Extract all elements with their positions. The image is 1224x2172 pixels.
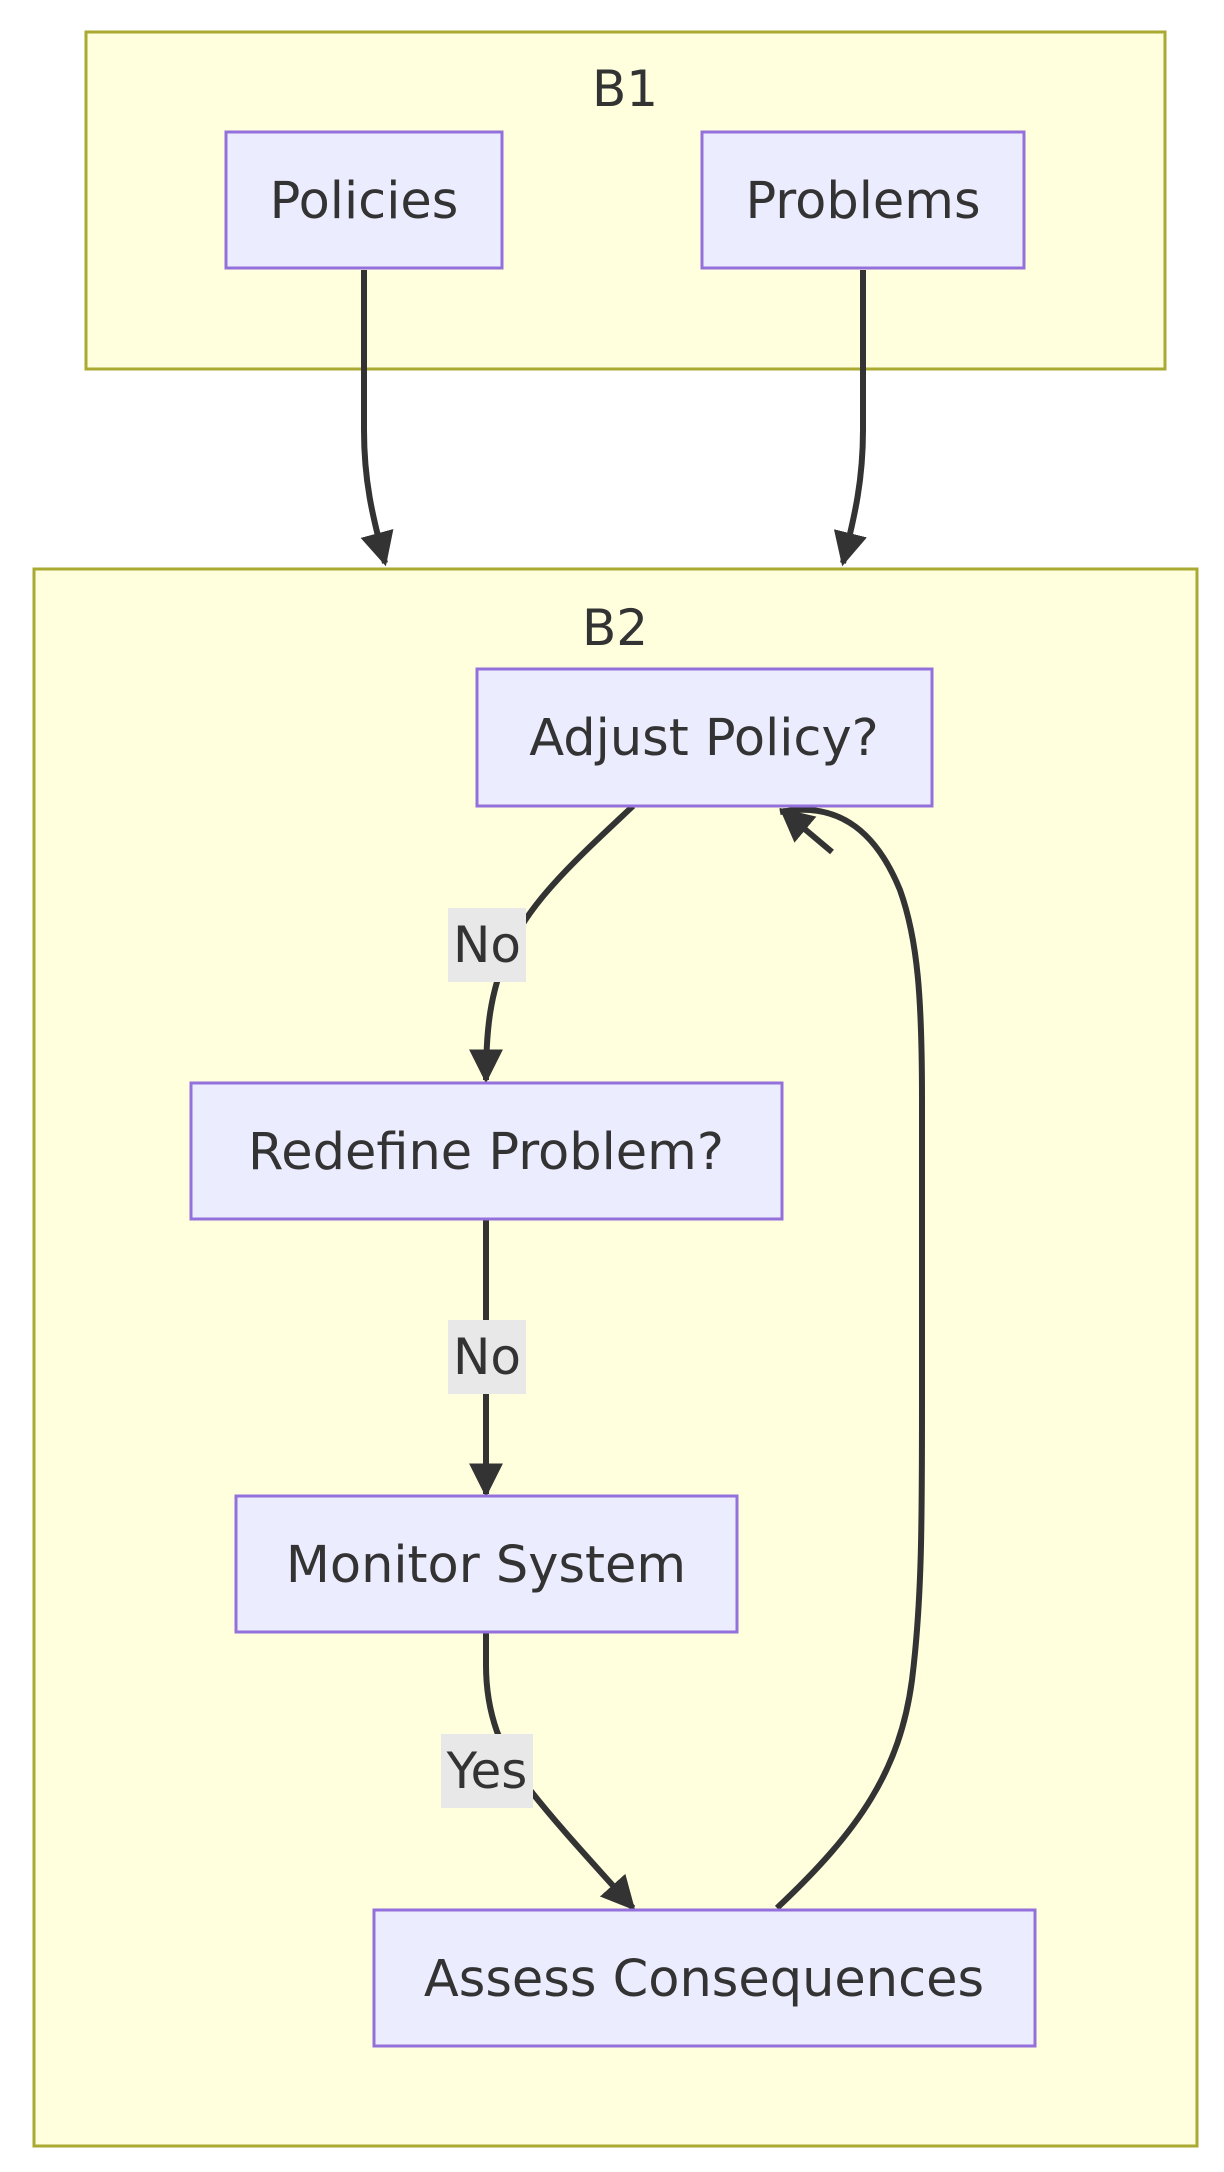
edge-label-no-1-bg	[448, 908, 526, 982]
node-adjust-policy-label: Adjust Policy?	[529, 709, 878, 768]
node-adjust-policy[interactable]: Adjust Policy?	[475, 667, 934, 808]
node-redefine-problem-label: Redefine Problem?	[248, 1123, 724, 1182]
node-redefine-problem-box[interactable]	[189, 1081, 784, 1221]
edge-policies-to-b2	[360, 270, 394, 567]
edge-assess-to-adjust	[774, 806, 925, 1911]
node-policies-label: Policies	[270, 172, 459, 231]
edge-problems-to-b2	[833, 270, 867, 567]
cluster-b1-label: B1	[592, 60, 658, 118]
node-assess-consequences-box[interactable]	[372, 1908, 1037, 2048]
edge-label-no-2: No	[448, 1320, 526, 1394]
node-problems-box[interactable]	[700, 130, 1026, 270]
edge-label-no-2-bg	[448, 1320, 526, 1394]
edge-label-no-1-text: No	[453, 916, 521, 974]
node-problems[interactable]: Problems	[700, 130, 1026, 270]
node-redefine-problem[interactable]: Redefine Problem?	[189, 1081, 784, 1221]
node-assess-consequences[interactable]: Assess Consequences	[372, 1908, 1037, 2048]
edge-assess-to-adjust-arrow	[779, 807, 834, 855]
node-policies-box[interactable]	[224, 130, 504, 270]
node-problems-label: Problems	[745, 172, 980, 231]
node-policies[interactable]: Policies	[224, 130, 504, 270]
edge-label-yes-bg	[441, 1734, 533, 1808]
node-adjust-policy-box[interactable]	[475, 667, 934, 808]
cluster-b2-label: B2	[582, 599, 648, 657]
node-monitor-system-label: Monitor System	[286, 1536, 686, 1595]
edge-label-no-1: No	[448, 908, 526, 982]
node-monitor-system[interactable]: Monitor System	[234, 1494, 739, 1634]
node-assess-consequences-label: Assess Consequences	[424, 1950, 984, 2009]
edge-label-yes-text: Yes	[446, 1742, 528, 1800]
edge-label-no-2-text: No	[453, 1328, 521, 1386]
node-monitor-system-box[interactable]	[234, 1494, 739, 1634]
edge-label-yes: Yes	[441, 1734, 533, 1808]
